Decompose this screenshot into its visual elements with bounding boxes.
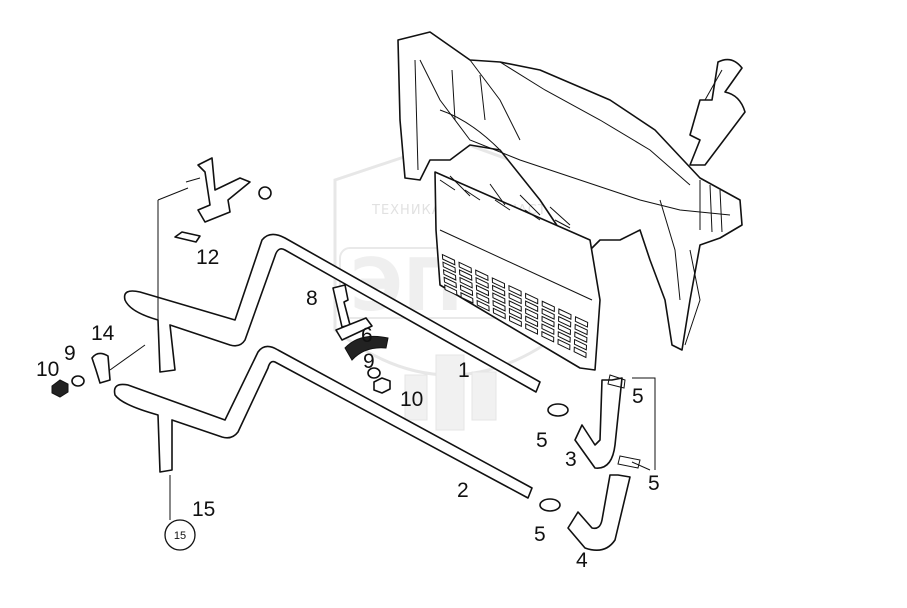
callout-10b: 10 [400,388,423,411]
callout-10a: 10 [36,358,59,381]
radiator-grid-cell [573,338,588,351]
clamp-14 [51,352,111,398]
bracket-12 [174,157,272,243]
radiator-grid-cell [459,276,473,289]
radiator-grid-cell [492,299,506,312]
radiator-grid-cell [541,308,555,320]
radiator-grid-cell [558,315,572,328]
callouts: 1 2 3 4 5 5 5 5 6 8 9 9 10 10 12 14 15 1… [36,246,660,572]
radiator-shroud [397,31,743,351]
radiator-grid-cell [541,323,555,336]
radiator-grid-cell [459,284,474,297]
callout-5b: 5 [536,429,548,452]
radiator-grid-cell [475,269,489,282]
radiator-grid-cell [475,276,489,289]
callout-5d: 5 [534,523,546,546]
pipe-2 [113,345,533,499]
radiator-grid-cell [476,292,490,304]
radiator-grid-cell [442,261,456,274]
radiator-grid-cell [508,300,522,312]
nut-icon [51,379,69,398]
radiator-grid-cell [443,276,457,289]
callout-9b: 9 [363,350,375,373]
radiator-grid-cell [492,292,506,305]
hose-clamp-icon [539,498,561,512]
callout-14: 14 [91,322,115,345]
radiator-grid-cell [525,315,539,328]
radiator-grid-cell [557,323,571,336]
radiator-grid-cell [508,284,522,297]
callout-5c: 5 [648,472,660,495]
watermark-brand-text: ТЕХНИКА [371,203,442,218]
radiator-grid-cell [525,307,539,320]
nut-icon [258,186,272,200]
radiator-grid-cell [441,253,456,266]
hose-4 [567,455,641,551]
watermark-building-icon [404,354,497,431]
radiator-grid-cell [558,308,572,321]
radiator-grid-cell [476,299,490,312]
radiator-grid-cell [557,338,571,351]
callout-4: 4 [576,549,588,572]
radiator-grid-cell [525,323,539,335]
callout-15: 15 [192,498,215,521]
reference-circle-15-label: 15 [174,530,186,542]
radiator-grid-cell [541,330,555,343]
radiator-grid-cell [444,284,458,297]
radiator-grid-cell [525,300,539,313]
hose-clamps [539,403,569,512]
radiator-grid-cell [460,291,474,304]
callout-8: 8 [306,287,318,310]
radiator-grid-cell [491,277,506,289]
mount-6 [332,284,391,394]
radiator-grid-cell [492,284,506,297]
radiator-grid-cell [574,331,588,344]
radiator-grid-cell [508,315,522,328]
radiator-grid-cell [557,331,571,343]
radiator-grid-cell [541,315,555,328]
washer-icon [71,375,85,387]
upper-pipe [689,58,746,166]
radiator-grid-cell [525,292,539,305]
bolt-icon [174,231,201,243]
callout-1: 1 [458,359,470,382]
callout-3: 3 [565,448,577,471]
radiator-grid-cell [475,284,490,297]
radiator-grid-cell [573,346,587,359]
radiator-grid-cell [541,300,555,313]
radiator-grid-cell [508,307,522,320]
callout-6: 6 [361,324,373,347]
callout-9a: 9 [64,342,76,365]
callout-12: 12 [196,246,219,269]
radiator-grid-cell [508,292,522,305]
radiator-grid-cell [458,269,473,281]
radiator-grid-cell [492,307,506,320]
hose-3 [574,374,626,469]
nut-icon [373,377,391,394]
leader-lines [109,187,656,520]
radiator-grid-cell [458,261,472,274]
callout-2: 2 [457,479,469,502]
radiator-grid-cell [442,268,457,281]
reference-circle-15 [164,519,196,551]
radiator-grid-cell [574,323,588,336]
radiator-grid-cell [574,316,589,328]
radiator-grid [441,253,589,359]
hose-clamp-icon [547,403,569,417]
washer-icon [367,367,381,379]
callout-5a: 5 [632,385,644,408]
